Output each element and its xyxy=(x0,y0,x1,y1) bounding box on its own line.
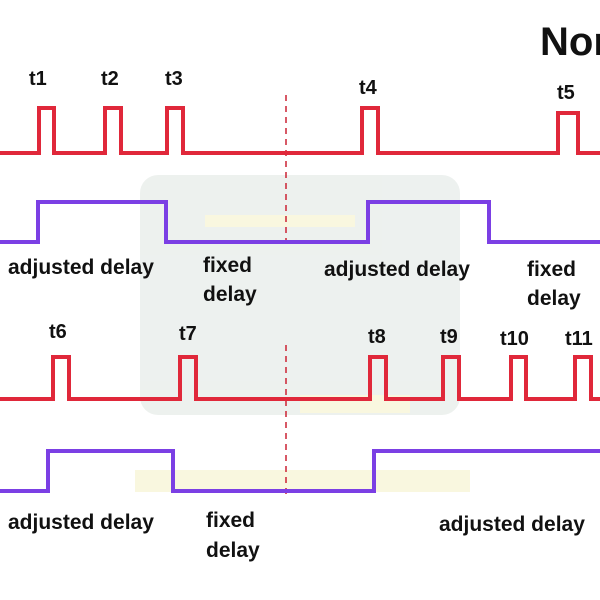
pulse-waveform-row-1 xyxy=(0,106,600,155)
pulse-waveform-row-2 xyxy=(0,355,600,401)
pulse-label-t4: t4 xyxy=(359,77,378,99)
phase-label-fixed: fixed xyxy=(206,509,255,532)
pulse-label-t3: t3 xyxy=(165,68,183,90)
phase-label-adjusted-delay: adjusted delay xyxy=(324,258,470,281)
pulse-label-t1: t1 xyxy=(29,68,47,90)
pulse-label-t6: t6 xyxy=(49,321,67,343)
phase-label-fixed-line2: delay xyxy=(527,287,581,310)
pulse-label-t2: t2 xyxy=(101,68,119,90)
phase-label-adjusted-delay: adjusted delay xyxy=(8,511,154,534)
pulse-label-t5: t5 xyxy=(557,82,575,104)
pulse-label-t7: t7 xyxy=(179,323,197,345)
pulse-label-t8: t8 xyxy=(368,326,386,348)
phase-label-adjusted-delay: adjusted delay xyxy=(8,256,154,279)
phase-label-fixed-line2: delay xyxy=(206,539,260,562)
phase-label-fixed: fixed xyxy=(527,258,576,281)
gate-waveform-row-1 xyxy=(0,200,600,244)
page-title: Nor xyxy=(540,20,600,64)
phase-label-fixed: fixed xyxy=(203,254,252,277)
gate-waveform-row-2 xyxy=(0,449,600,493)
pulse-label-t11: t11 xyxy=(565,328,593,350)
phase-label-adjusted-delay: adjusted delay xyxy=(439,513,585,536)
pulse-label-t10: t10 xyxy=(500,328,529,350)
phase-label-fixed-line2: delay xyxy=(203,283,257,306)
pulse-label-t9: t9 xyxy=(440,326,458,348)
